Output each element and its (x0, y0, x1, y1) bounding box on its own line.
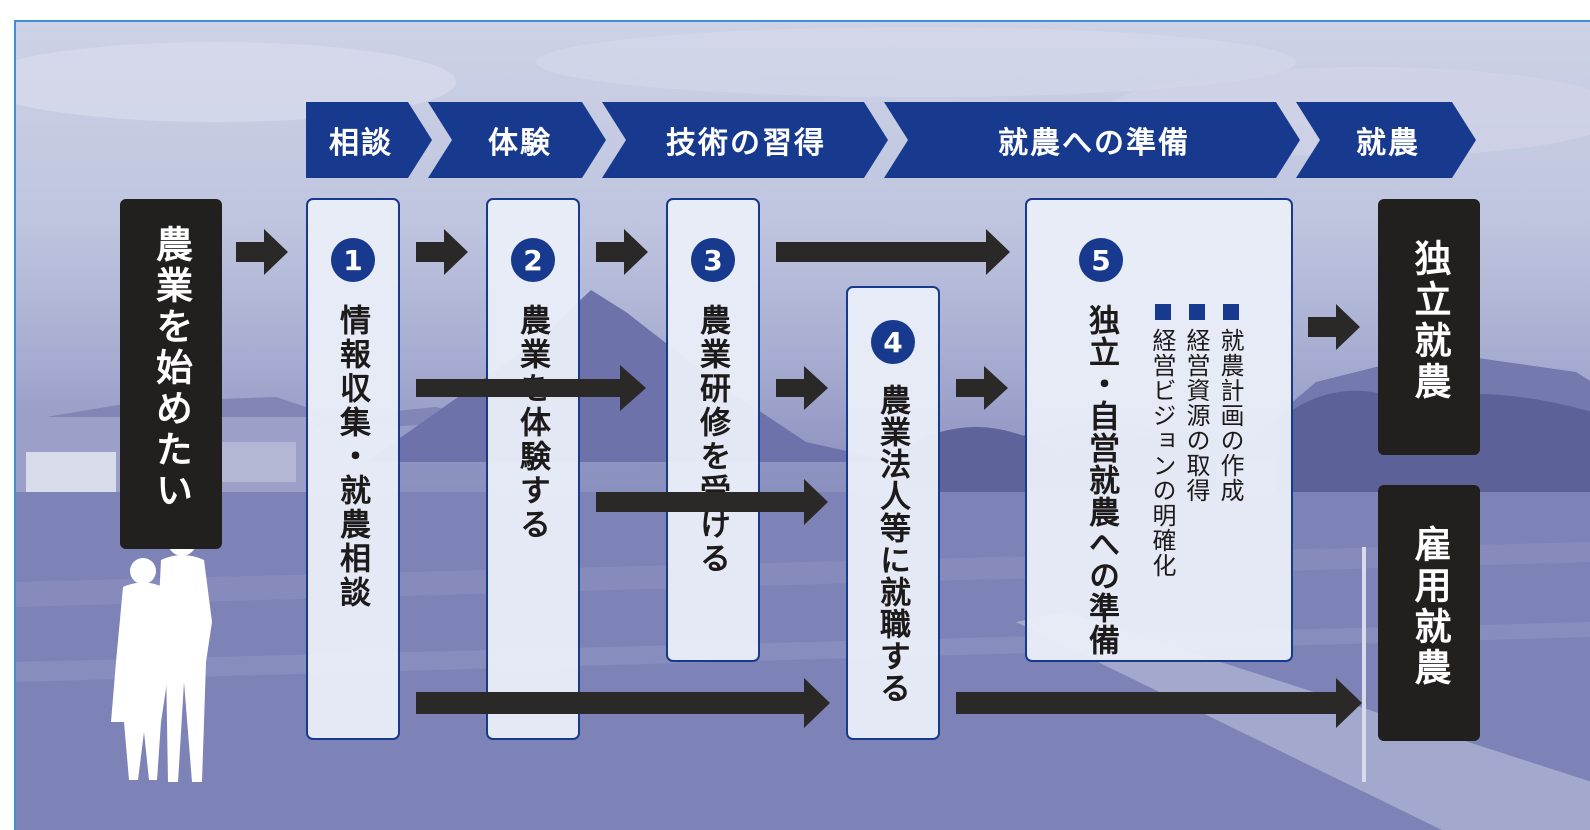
outcome-label-employed: 雇用就農 (1408, 525, 1451, 689)
arrow-3-to-5 (776, 229, 1010, 275)
step-number-1: 1 (331, 238, 375, 282)
step-label-1: 情報収集・就農相談 (334, 304, 370, 610)
outcome-label-independent: 独立就農 (1408, 239, 1451, 403)
arrow-3-to-4 (776, 366, 828, 410)
stage-chevron-prep (884, 102, 1300, 178)
step-number-3: 3 (691, 238, 735, 282)
step-card-2: 2 農業を体験する (486, 198, 580, 740)
arrow-2-to-3 (596, 229, 648, 275)
step-card-4: 4 農業法人等に就職する (846, 286, 940, 740)
outcome-employed: 雇用就農 (1378, 485, 1480, 741)
start-box: 農業を始めたい (120, 199, 222, 549)
prep-item-text-1: 就農計画の作成 (1216, 328, 1244, 503)
arrow-4-to-5 (956, 366, 1008, 410)
step-label-4: 農業法人等に就職する (874, 384, 910, 704)
bullet-square-icon (1154, 304, 1171, 320)
stage-chevron-skill (602, 102, 888, 178)
start-label: 農業を始めたい (149, 225, 193, 512)
outcome-independent: 独立就農 (1378, 199, 1480, 455)
arrow-4-to-employed (956, 678, 1362, 728)
arrow-5-to-independent (1308, 304, 1360, 350)
step-card-3: 3 農業研修を受ける (666, 198, 760, 662)
people-silhouette-icon (111, 528, 212, 782)
stage-label-experience: 体験 (488, 126, 552, 161)
prep-item-2: 経営資源の取得 (1179, 304, 1214, 503)
stage-chevron-consult (306, 102, 432, 178)
arrow-1-to-2 (416, 229, 468, 275)
step-number-2: 2 (511, 238, 555, 282)
stage-chevron-farming (1296, 102, 1476, 178)
prep-item-1: 就農計画の作成 (1213, 304, 1248, 503)
stage-label-prep: 就農への準備 (998, 126, 1190, 161)
step-card-1: 1 情報収集・就農相談 (306, 198, 400, 740)
arrow-1-to-3 (416, 365, 646, 411)
arrow-start-to-1 (236, 229, 288, 275)
step-label-2: 農業を体験する (514, 304, 550, 542)
stage-label-skill: 技術の習得 (666, 126, 826, 161)
prep-item-3: 経営ビジョンの明確化 (1145, 304, 1180, 578)
arrow-2-to-4 (596, 479, 828, 525)
arrow-1-to-4 (416, 678, 830, 728)
stage-label-consult: 相談 (329, 126, 393, 161)
prep-item-text-2: 経営資源の取得 (1182, 328, 1210, 503)
stage-chevrons (306, 102, 1476, 178)
step-card-5: 5 独立・自営就農への準備 就農計画の作成 経営資源の取得 経営ビジョンの明確化 (1025, 198, 1293, 662)
diagram-frame: 相談 体験 技術の習得 就農への準備 就農 農業を始めたい 1 情報収集・就農相… (14, 20, 1590, 830)
step-label-5: 独立・自営就農への準備 (1083, 304, 1119, 656)
step-label-3: 農業研修を受ける (694, 304, 730, 576)
prep-item-text-3: 経営ビジョンの明確化 (1148, 328, 1176, 578)
stage-label-farming: 就農 (1356, 126, 1420, 161)
bullet-square-icon (1188, 304, 1205, 320)
stage-chevron-experience (428, 102, 606, 178)
step-number-5: 5 (1079, 238, 1123, 282)
bullet-square-icon (1222, 304, 1239, 320)
flow-arrows (236, 229, 1362, 728)
step-number-4: 4 (871, 320, 915, 364)
